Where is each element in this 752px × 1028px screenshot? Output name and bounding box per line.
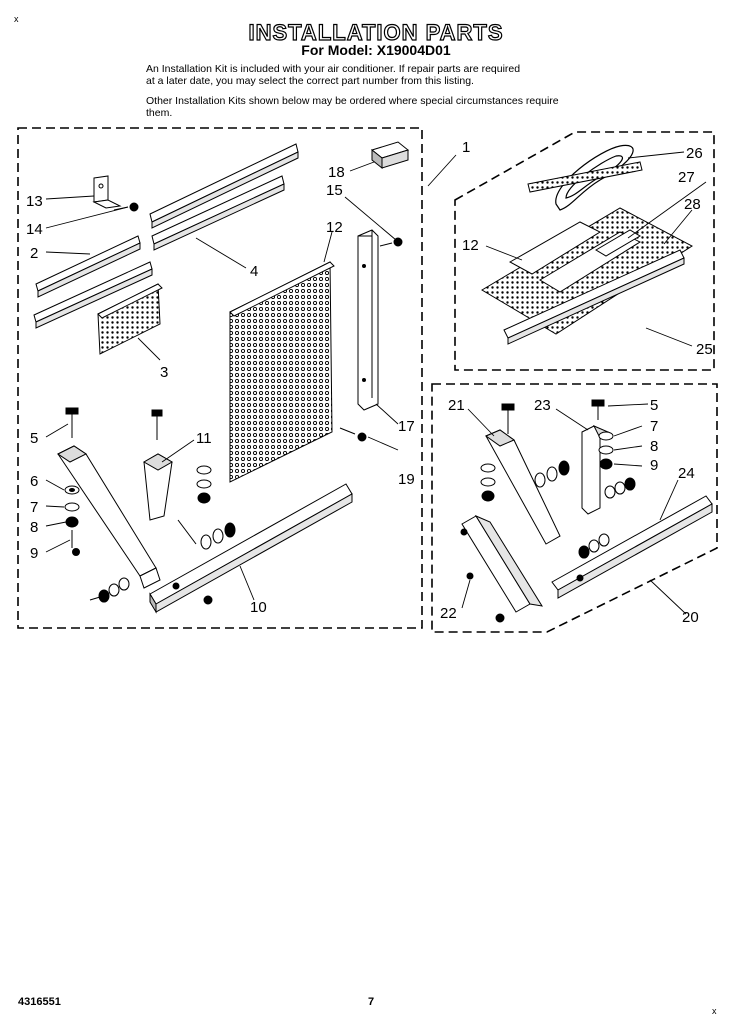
- corner-mark-top-left: x: [14, 14, 19, 24]
- corner-mark-bottom-right: x: [712, 1006, 717, 1016]
- screw-part-14: [113, 202, 139, 212]
- screw-part-5-left: [65, 407, 79, 438]
- label-7-main: 7: [30, 499, 38, 516]
- label-17: 17: [398, 418, 415, 435]
- label-8-main: 8: [30, 519, 38, 536]
- document-number: 4316551: [18, 996, 61, 1008]
- label-2: 2: [30, 245, 38, 262]
- foam-block-part-18: [370, 141, 410, 170]
- label-19: 19: [398, 471, 415, 488]
- label-9-right: 9: [650, 457, 658, 474]
- label-5-right: 5: [650, 397, 658, 414]
- label-kit-25: 25: [696, 341, 713, 358]
- page-title: INSTALLATION PARTS: [248, 19, 504, 45]
- seal-part-3: [97, 283, 163, 355]
- rail-part-4: [149, 143, 299, 251]
- panel-part-12: [229, 261, 335, 483]
- other-kits-line-2: them.: [146, 107, 173, 119]
- page-number: 7: [368, 996, 375, 1008]
- hardware-stack-bottom-left: [89, 577, 130, 603]
- bracket-part-21: [484, 403, 561, 545]
- hardware-stack-bottom-right: [578, 533, 610, 559]
- label-15: 15: [326, 182, 343, 199]
- label-11: 11: [196, 430, 212, 447]
- label-14: 14: [26, 221, 43, 238]
- hardware-stack-middle: [177, 465, 236, 550]
- screw-part-15: [379, 237, 403, 247]
- label-24: 24: [678, 465, 695, 482]
- bracket-part-13: [92, 175, 122, 209]
- label-7-right: 7: [650, 418, 658, 435]
- hardware-stack-left: [64, 485, 80, 556]
- label-27: 27: [678, 169, 695, 186]
- label-18: 18: [328, 164, 345, 181]
- top-right-kit-outline: [454, 131, 715, 371]
- leader-lines: [45, 151, 707, 615]
- label-26: 26: [686, 145, 703, 162]
- gasket-strip-26: [527, 161, 643, 193]
- main-kit-outline: [17, 127, 423, 629]
- label-22: 22: [440, 605, 457, 622]
- label-8-right: 8: [650, 438, 658, 455]
- label-28: 28: [684, 196, 701, 213]
- label-kit-20: 20: [682, 609, 699, 626]
- model-subtitle: For Model: X19004D01: [301, 42, 451, 58]
- label-5-main: 5: [30, 430, 38, 447]
- label-9-main: 9: [30, 545, 38, 562]
- screw-part-19: [339, 427, 367, 442]
- bracket-part-11: [142, 409, 174, 521]
- other-kits-line-1: Other Installation Kits shown below may …: [146, 95, 559, 107]
- panel-part-25: [481, 207, 693, 335]
- bracket-part-22: [460, 514, 544, 623]
- sill-rail-part-10: [149, 483, 353, 614]
- support-bracket-part-6: [57, 445, 161, 589]
- hardware-stack-right: [591, 399, 636, 499]
- rail-part-28: [503, 249, 685, 345]
- label-13: 13: [26, 193, 43, 210]
- label-12-top-right: 12: [462, 237, 479, 254]
- label-3: 3: [160, 364, 168, 381]
- callout-labels: 1 13 14 2 4 3 18 15 12 5 11 6 7 8 9 17 1…: [26, 139, 713, 626]
- label-10: 10: [250, 599, 267, 616]
- label-kit-1: 1: [462, 139, 470, 156]
- intro-line-2: at a later date, you may select the corr…: [146, 75, 474, 87]
- label-23: 23: [534, 397, 551, 414]
- bracket-part-23: [581, 425, 609, 515]
- label-21: 21: [448, 397, 465, 414]
- label-12-main: 12: [326, 219, 343, 236]
- label-6: 6: [30, 473, 38, 490]
- channel-part-17: [357, 229, 379, 411]
- hardware-stack-right-left: [480, 460, 570, 502]
- intro-line-1: An Installation Kit is included with you…: [146, 63, 521, 75]
- rail-part-2: [33, 235, 153, 329]
- sill-rail-part-24: [551, 495, 713, 599]
- label-4: 4: [250, 263, 258, 280]
